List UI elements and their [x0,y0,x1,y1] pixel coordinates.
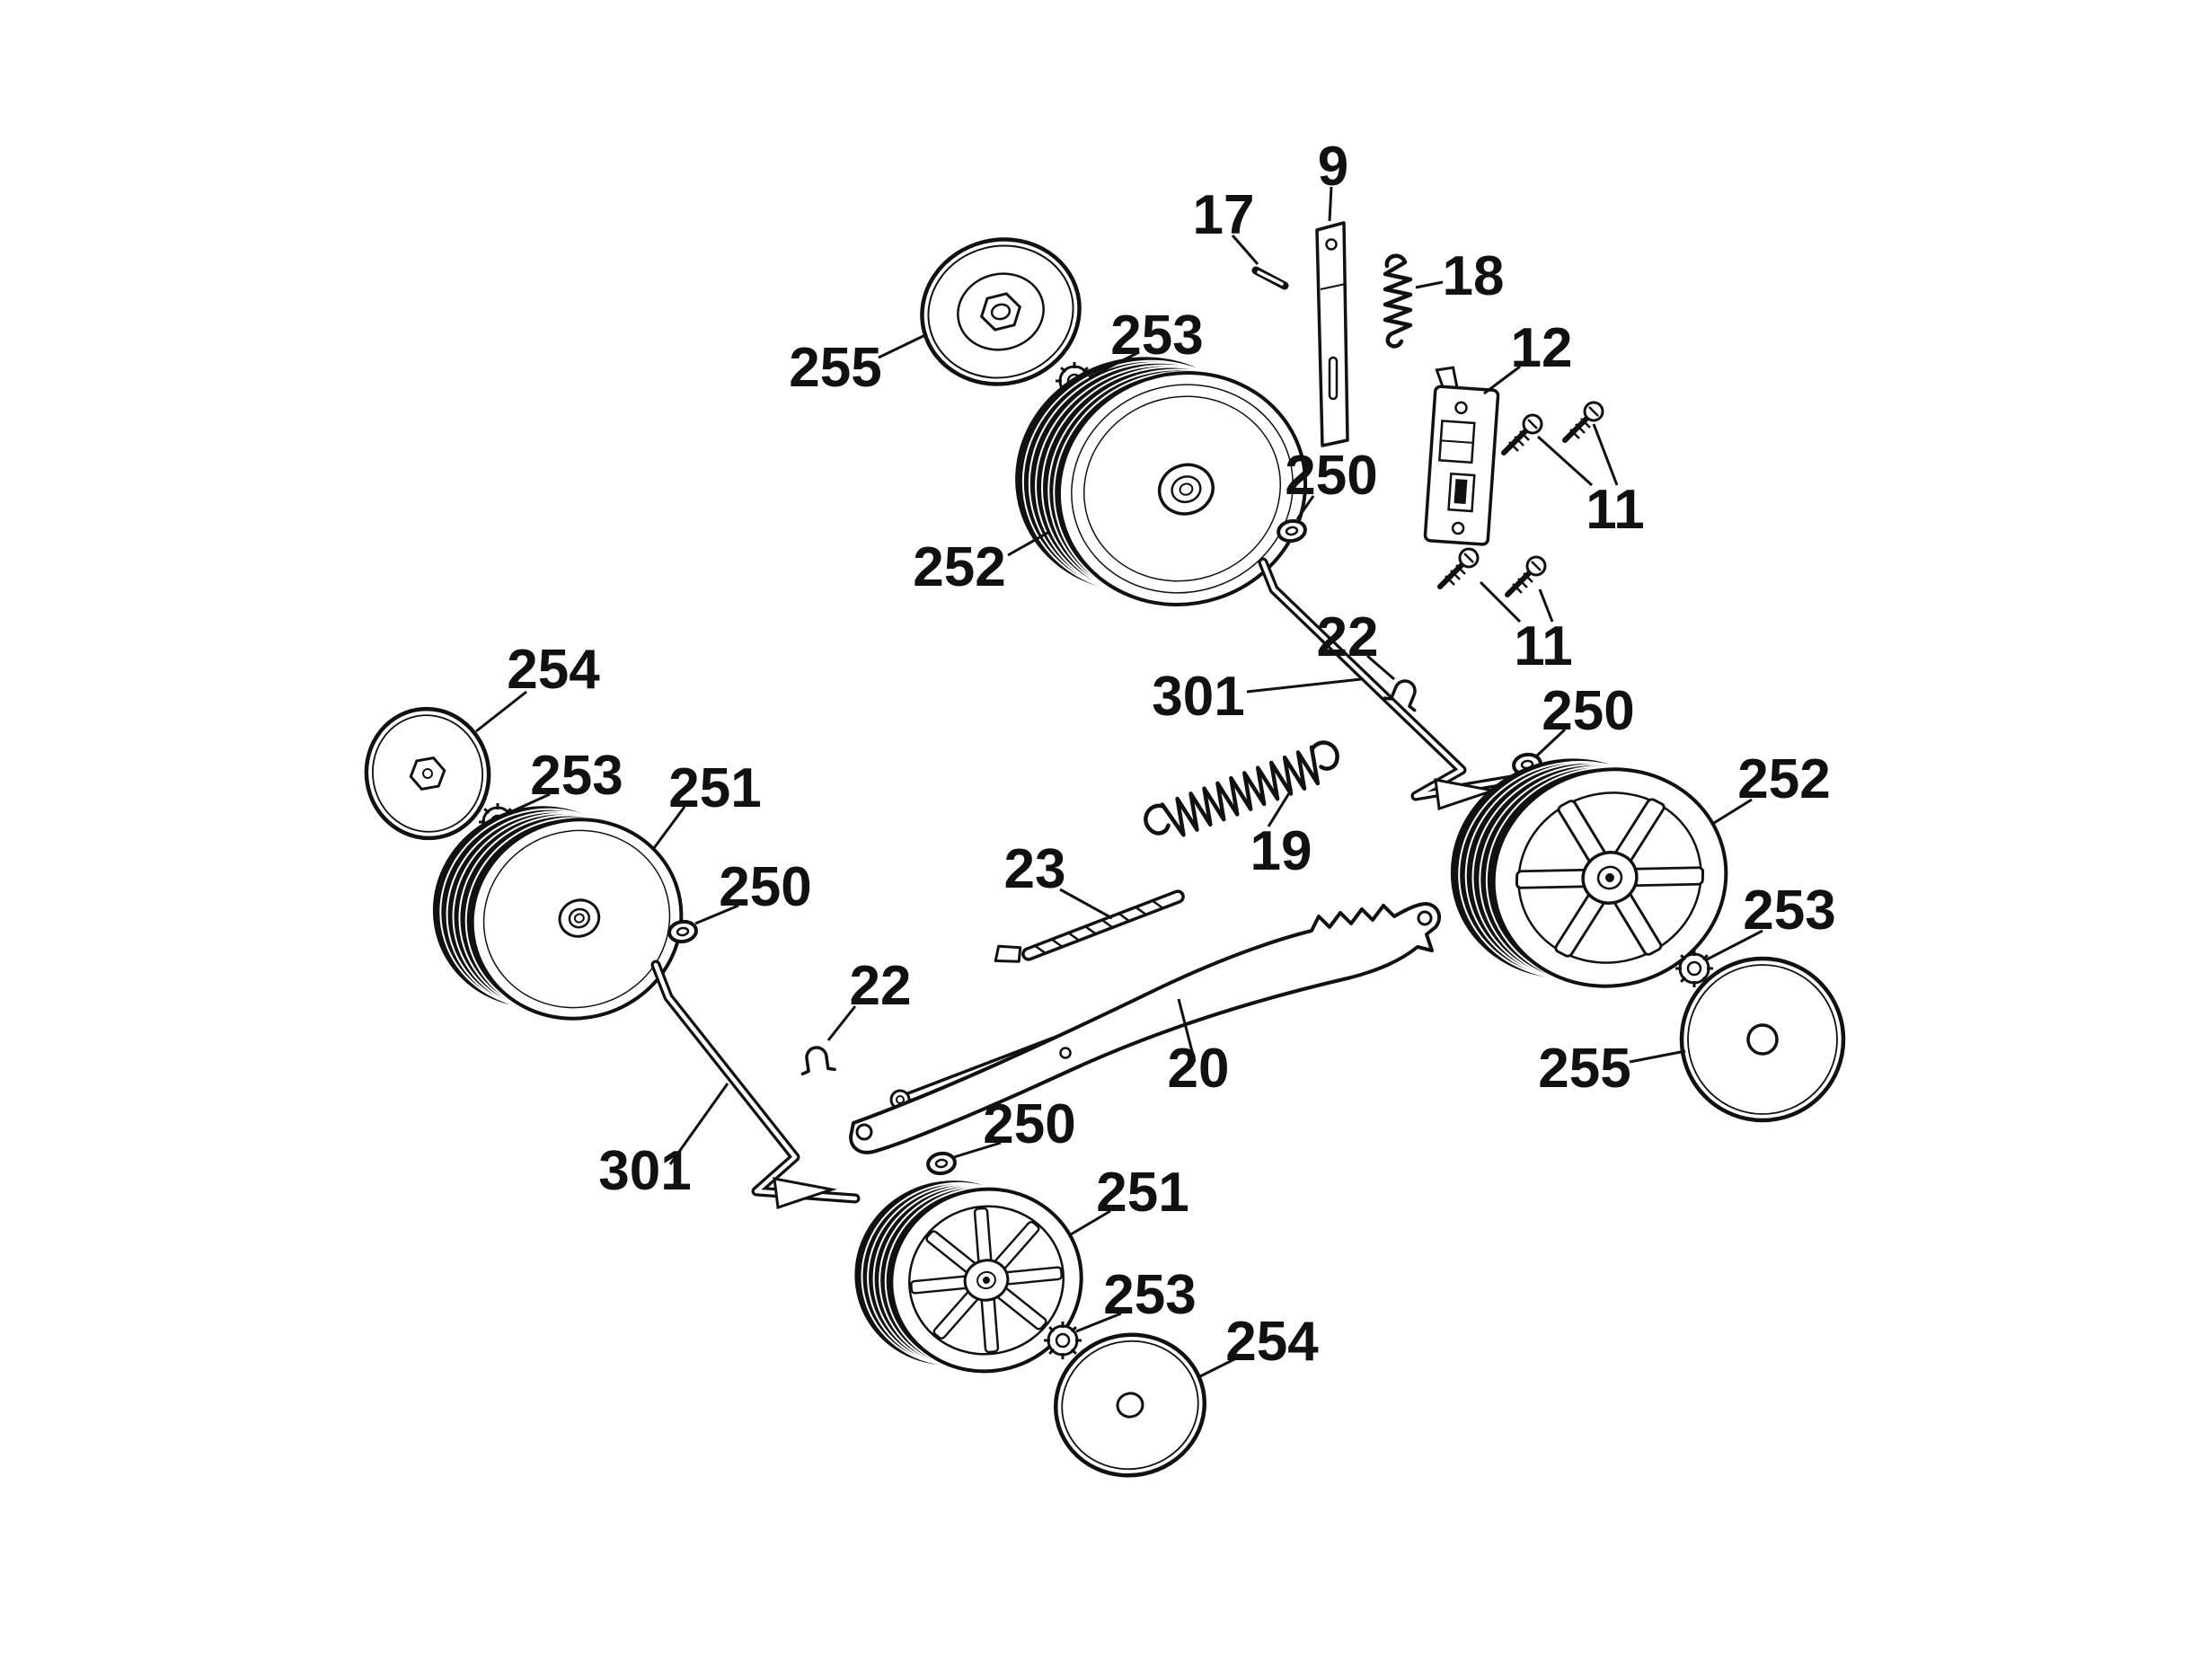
part-label-252: 252 [913,536,1005,598]
part-label-255: 255 [1538,1038,1630,1100]
part-label-250: 250 [719,856,811,918]
adjuster-bar-23 [994,889,1185,963]
hubcap-255-top [920,237,1082,386]
wheel-spokes [910,1207,1063,1354]
part-label-301: 301 [598,1140,691,1202]
screw-11-lower-right [1507,557,1545,595]
screw-11-lower-left [1440,549,1478,587]
spring-18 [1383,253,1413,349]
part-label-11: 11 [1514,615,1573,677]
part-label-253: 253 [530,745,623,807]
part-label-20: 20 [1168,1038,1230,1100]
wheel-252-top [1015,357,1308,606]
screw-11-upper-left [1504,415,1542,453]
wheel-252-right [1450,758,1728,988]
wheel-251-left [432,806,684,1021]
lever-20 [849,902,1442,1154]
part-label-250: 250 [1542,680,1634,742]
part-label-253: 253 [1110,305,1203,367]
spring-19 [1144,740,1339,837]
wheel-251-bottom [854,1180,1083,1374]
washer-250-bottom [924,1150,959,1177]
axle-bracket [773,1177,837,1210]
wheel-face [1056,371,1308,606]
part-label-253: 253 [1103,1264,1196,1326]
part-label-255: 255 [789,337,881,399]
part-label-254: 254 [507,639,600,701]
part-label-17: 17 [1193,184,1255,246]
pin-17 [1251,266,1289,290]
wheel-face [470,818,684,1021]
part-label-251: 251 [668,757,761,819]
part-label-18: 18 [1443,245,1505,307]
part-label-253: 253 [1743,880,1835,942]
wheel-hub [1157,463,1215,516]
clip-22-lower [797,1043,836,1076]
part-label-19: 19 [1250,820,1312,882]
leader-lines [475,186,1763,1378]
wheel-hub [558,898,601,938]
part-label-301: 301 [1152,666,1244,728]
part-label-251: 251 [1096,1162,1188,1224]
part-label-250: 250 [983,1093,1075,1155]
hex-hub [979,292,1022,332]
axle-rod-301-upper [1258,557,1516,811]
hubcap-254-left [364,706,491,841]
hubcap-254-bottom [1053,1332,1207,1478]
part-label-250: 250 [1285,445,1377,507]
part-label-11: 11 [1586,479,1645,541]
part-labels: 255 253 17 9 18 12 11 250 252 22 301 11 … [507,136,1835,1373]
part-label-9: 9 [1318,136,1348,198]
axle-rod-301-lower [650,959,861,1210]
lock-washer-253-bottom [1042,1320,1083,1361]
part-label-22: 22 [1317,606,1379,668]
part-label-252: 252 [1737,748,1830,810]
plate-12 [1423,366,1500,546]
part-label-23: 23 [1004,838,1066,900]
axle-bracket [1434,778,1498,811]
hubcap-255-right [1679,956,1846,1123]
part-label-22: 22 [850,955,912,1017]
part-label-254: 254 [1225,1311,1319,1373]
bracket-9 [1315,221,1349,447]
part-label-12: 12 [1511,317,1573,379]
hex-hole [409,756,446,791]
